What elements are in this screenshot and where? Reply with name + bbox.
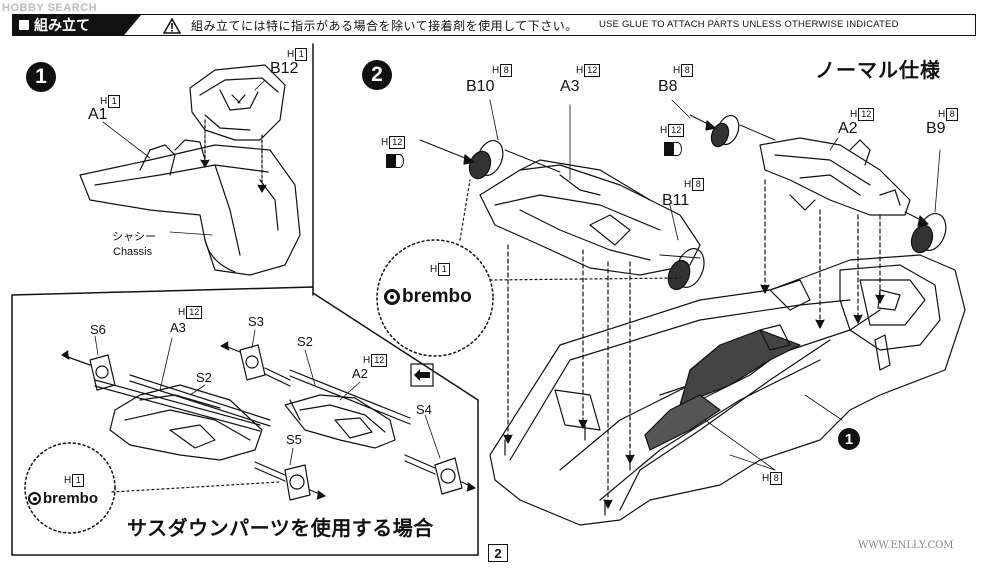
warning-notice: 組み立てには特に指示がある場合を除いて接着剤を使用して下さい。 [163, 17, 578, 34]
instruction-header: 組み立て 組み立てには特に指示がある場合を除いて接着剤を使用して下さい。 USE… [12, 14, 976, 36]
part-s6-label: S6 [90, 322, 106, 337]
brembo-decal-step2: brembo [384, 286, 472, 308]
part-s4-label: S4 [416, 402, 432, 417]
part-b8-label: B8 [658, 78, 678, 95]
part-s2-label-a: S2 [196, 370, 212, 385]
brembo-decal-sus: brembo [28, 490, 98, 507]
step-1-number: 1 [26, 62, 56, 92]
watermark-hobbysearch: HOBBY SEARCH [2, 2, 98, 14]
part-a2-label: A2 [838, 120, 858, 137]
section-title: 組み立て [13, 15, 123, 35]
warning-triangle-icon [163, 17, 181, 34]
normal-spec-title: ノーマル仕様 [815, 60, 941, 82]
watermark-enlly: WWW.ENLLY.COM [858, 540, 954, 551]
step-2-number: 2 [362, 60, 392, 90]
part-b11-label: B11 [662, 192, 690, 209]
replace-arrow-icon [410, 363, 434, 387]
part-s5-label: S5 [286, 432, 302, 447]
part-a1-label: A1 [88, 106, 108, 123]
part-s3-label: S3 [248, 314, 264, 329]
chassis-label-ja: シャシー [112, 231, 156, 243]
brembo-logo-icon [384, 289, 400, 305]
sus-down-title: サスダウンパーツを使用する場合 [127, 518, 434, 540]
part-b12-label: B12 [270, 60, 299, 77]
section-title-text: 組み立て [34, 17, 90, 33]
paint-chip-left-icon [386, 154, 404, 168]
chassis-ref-step1: 1 [838, 428, 860, 450]
part-b10-label: B10 [466, 78, 495, 95]
sus-part-a3-label: A3 [170, 320, 186, 335]
part-b9-label: B9 [926, 120, 946, 137]
warning-text-en: USE GLUE TO ATTACH PARTS UNLESS OTHERWIS… [599, 19, 899, 30]
part-s2-label-b: S2 [297, 334, 313, 349]
brembo-text: brembo [43, 490, 99, 507]
part-a3-label: A3 [560, 78, 580, 95]
warning-text-ja: 組み立てには特に指示がある場合を除いて接着剤を使用して下さい。 [191, 19, 578, 33]
paint-chip-right-icon [664, 142, 682, 156]
brembo-logo-icon [28, 492, 41, 505]
chassis-label-en: Chassis [113, 246, 153, 258]
square-bullet-icon [19, 20, 29, 30]
sus-part-a2-label: A2 [352, 366, 368, 381]
brembo-text: brembo [402, 286, 472, 307]
page-number: 2 [488, 544, 508, 562]
